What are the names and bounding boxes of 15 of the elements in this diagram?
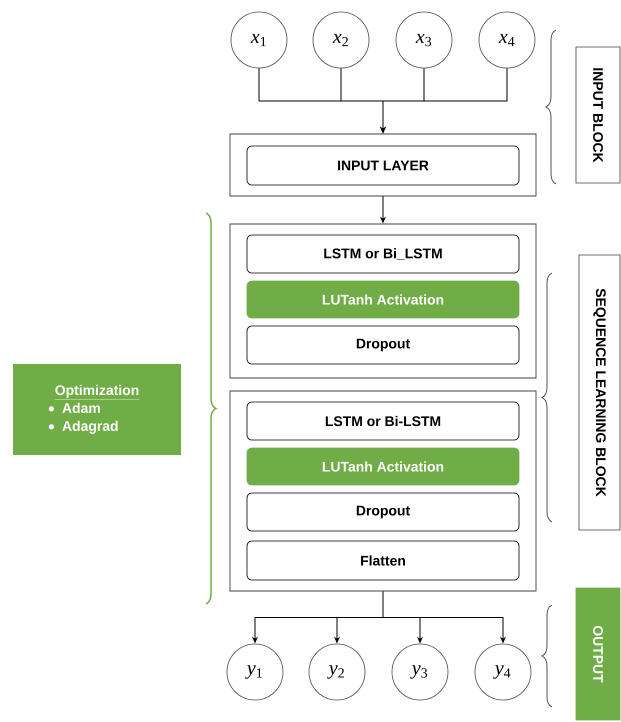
layer-box: LSTM or Bi-LSTM (246, 402, 520, 440)
block-box (230, 224, 536, 378)
activation-box: LUTanh Activation (246, 448, 520, 486)
layer-box: Flatten (246, 540, 520, 580)
layer-box: Dropout (246, 492, 520, 532)
activation-box: LUTanh Activation (246, 280, 520, 318)
layer-box: INPUT LAYER (246, 146, 520, 186)
layer-box: LSTM or Bi_LSTM (246, 234, 520, 274)
block-label-box: SEQUENCE LEARNING BLOCK (578, 254, 620, 530)
output-label-box: OUTPUT (576, 588, 620, 720)
layer-box: Dropout (246, 326, 520, 364)
block-box (230, 390, 536, 592)
block-label-box: INPUT BLOCK (576, 46, 620, 184)
block-box (230, 134, 536, 196)
optimization-box: Optimization Adam Adagrad (13, 364, 181, 455)
